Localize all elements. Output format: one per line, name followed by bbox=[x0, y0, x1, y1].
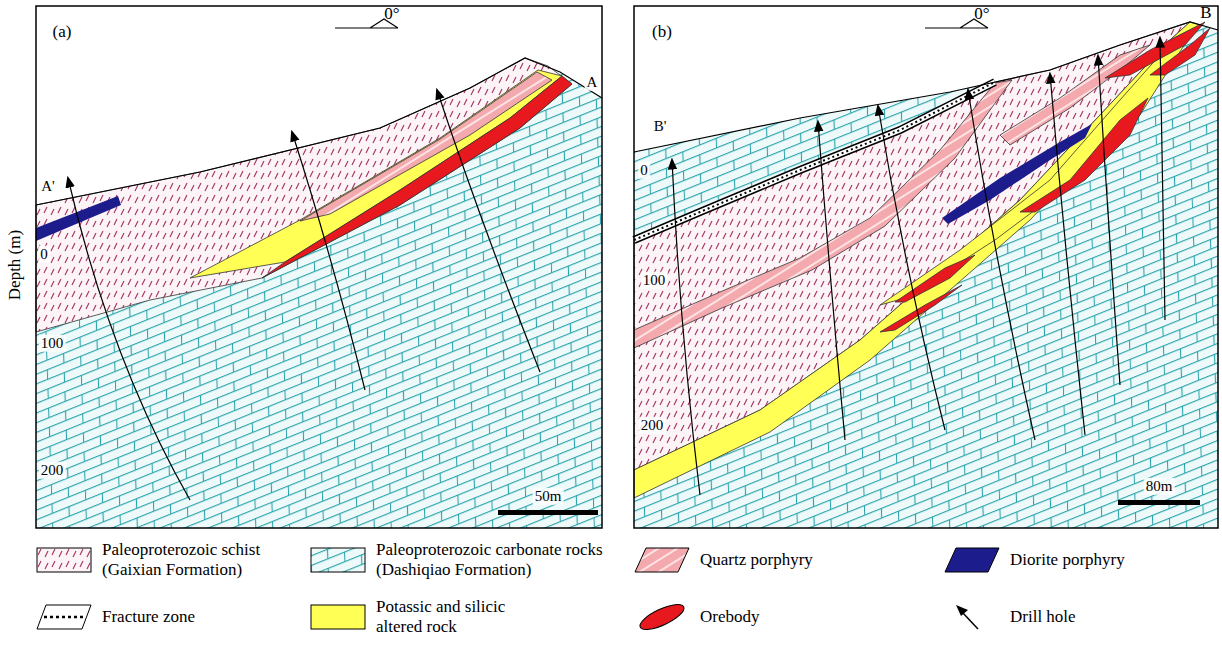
scale-label: 80m bbox=[1144, 478, 1175, 495]
legend-item: Quartz porphyry bbox=[634, 532, 880, 588]
legend-sample bbox=[311, 605, 365, 629]
legend-text: Paleoproterozoic carbonate rocks (Dashiq… bbox=[376, 540, 616, 579]
legend-sample bbox=[637, 603, 687, 631]
drill-hole bbox=[68, 90, 540, 500]
drill-hole bbox=[437, 90, 540, 372]
panel-b bbox=[634, 6, 1218, 528]
surface-line bbox=[634, 22, 1218, 152]
drill-hole bbox=[68, 178, 190, 500]
orebody bbox=[880, 22, 1210, 332]
drill-hole bbox=[968, 90, 1035, 440]
legend-sample bbox=[311, 548, 365, 572]
legend-text: Orebody bbox=[700, 607, 880, 627]
legend-sample bbox=[956, 605, 968, 616]
legend-text: Potassic and silicic altered rock bbox=[376, 597, 546, 636]
panel-frame bbox=[634, 6, 1218, 528]
legend-item: Diorite porphyry bbox=[944, 532, 1200, 588]
diorite-porphyry bbox=[942, 124, 1092, 224]
scale-bar bbox=[498, 510, 598, 515]
legend-item: Potassic and silicic altered rock bbox=[310, 589, 546, 645]
orebody bbox=[1020, 98, 1148, 212]
quartz-porphyry bbox=[300, 72, 552, 221]
legend-item: Paleoproterozoic schist (Gaixian Formati… bbox=[36, 532, 292, 588]
drill-hole bbox=[878, 106, 945, 430]
legend-swatch bbox=[944, 603, 1000, 631]
panel-letter: (b) bbox=[652, 23, 672, 42]
legend-sample bbox=[945, 548, 999, 572]
legend-swatch bbox=[36, 603, 92, 631]
fracture-zone bbox=[634, 82, 995, 240]
section-end-label: A bbox=[585, 74, 600, 91]
section-end-label: A' bbox=[39, 178, 57, 195]
legend-sample bbox=[37, 548, 91, 572]
depth-tick: 100 bbox=[39, 335, 66, 352]
drill-hole bbox=[818, 122, 845, 440]
legend-swatch bbox=[36, 546, 92, 574]
depth-tick: 200 bbox=[639, 417, 666, 434]
depth-tick: 0 bbox=[38, 246, 50, 263]
depth-tick: 0 bbox=[638, 162, 650, 179]
orientation-label: 0° bbox=[974, 5, 989, 24]
panel-frame bbox=[36, 6, 602, 528]
schist bbox=[36, 58, 572, 332]
section-end-label: B' bbox=[652, 118, 669, 135]
drill-hole bbox=[292, 132, 365, 390]
drill-hole bbox=[1160, 38, 1165, 320]
section-end-label: B bbox=[1200, 4, 1211, 23]
legend-swatch bbox=[944, 546, 1000, 574]
legend-item: Drill hole bbox=[944, 589, 1200, 645]
legend-text: Paleoproterozoic schist (Gaixian Formati… bbox=[102, 540, 292, 579]
legend-swatch bbox=[634, 603, 690, 631]
legend-text: Fracture zone bbox=[102, 607, 292, 627]
carbonate-rock bbox=[36, 6, 602, 528]
panel-letter: (a) bbox=[53, 23, 72, 42]
depth-tick: 100 bbox=[641, 272, 668, 289]
orientation-label: 0° bbox=[384, 5, 399, 24]
legend-item: Orebody bbox=[634, 589, 880, 645]
schist bbox=[634, 22, 1190, 470]
altered-rock bbox=[634, 22, 1200, 498]
drill-hole bbox=[1050, 74, 1085, 435]
legend-item: Paleoproterozoic carbonate rocks (Dashiq… bbox=[310, 532, 616, 588]
fracture-zone bbox=[634, 82, 995, 240]
orebody bbox=[1150, 28, 1210, 75]
legend-swatch bbox=[634, 546, 690, 574]
legend-sample bbox=[962, 612, 978, 629]
drill-hole bbox=[672, 38, 1165, 495]
legend-text: Drill hole bbox=[1010, 607, 1200, 627]
legend-swatch bbox=[310, 603, 366, 631]
legend-text: Diorite porphyry bbox=[1010, 550, 1200, 570]
legend-sample bbox=[37, 605, 91, 629]
scale-bar bbox=[1118, 500, 1200, 505]
carbonate-rock bbox=[634, 6, 1218, 528]
scale-label: 50m bbox=[533, 488, 564, 505]
orebody bbox=[262, 76, 572, 278]
fracture-zone bbox=[634, 82, 995, 240]
drill-hole bbox=[672, 160, 700, 495]
fracture-zone bbox=[634, 82, 995, 240]
surface-line bbox=[36, 58, 602, 205]
altered-rock bbox=[190, 70, 562, 278]
legend-sample bbox=[44, 616, 86, 619]
legend-item: Fracture zone bbox=[36, 589, 292, 645]
drill-hole bbox=[1098, 56, 1120, 385]
panel-a bbox=[36, 6, 602, 528]
axis-title: Depth (m) bbox=[6, 230, 25, 300]
legend-swatch bbox=[310, 546, 366, 574]
depth-tick: 200 bbox=[39, 462, 66, 479]
legend-text: Quartz porphyry bbox=[700, 550, 880, 570]
legend-sample bbox=[635, 548, 689, 572]
